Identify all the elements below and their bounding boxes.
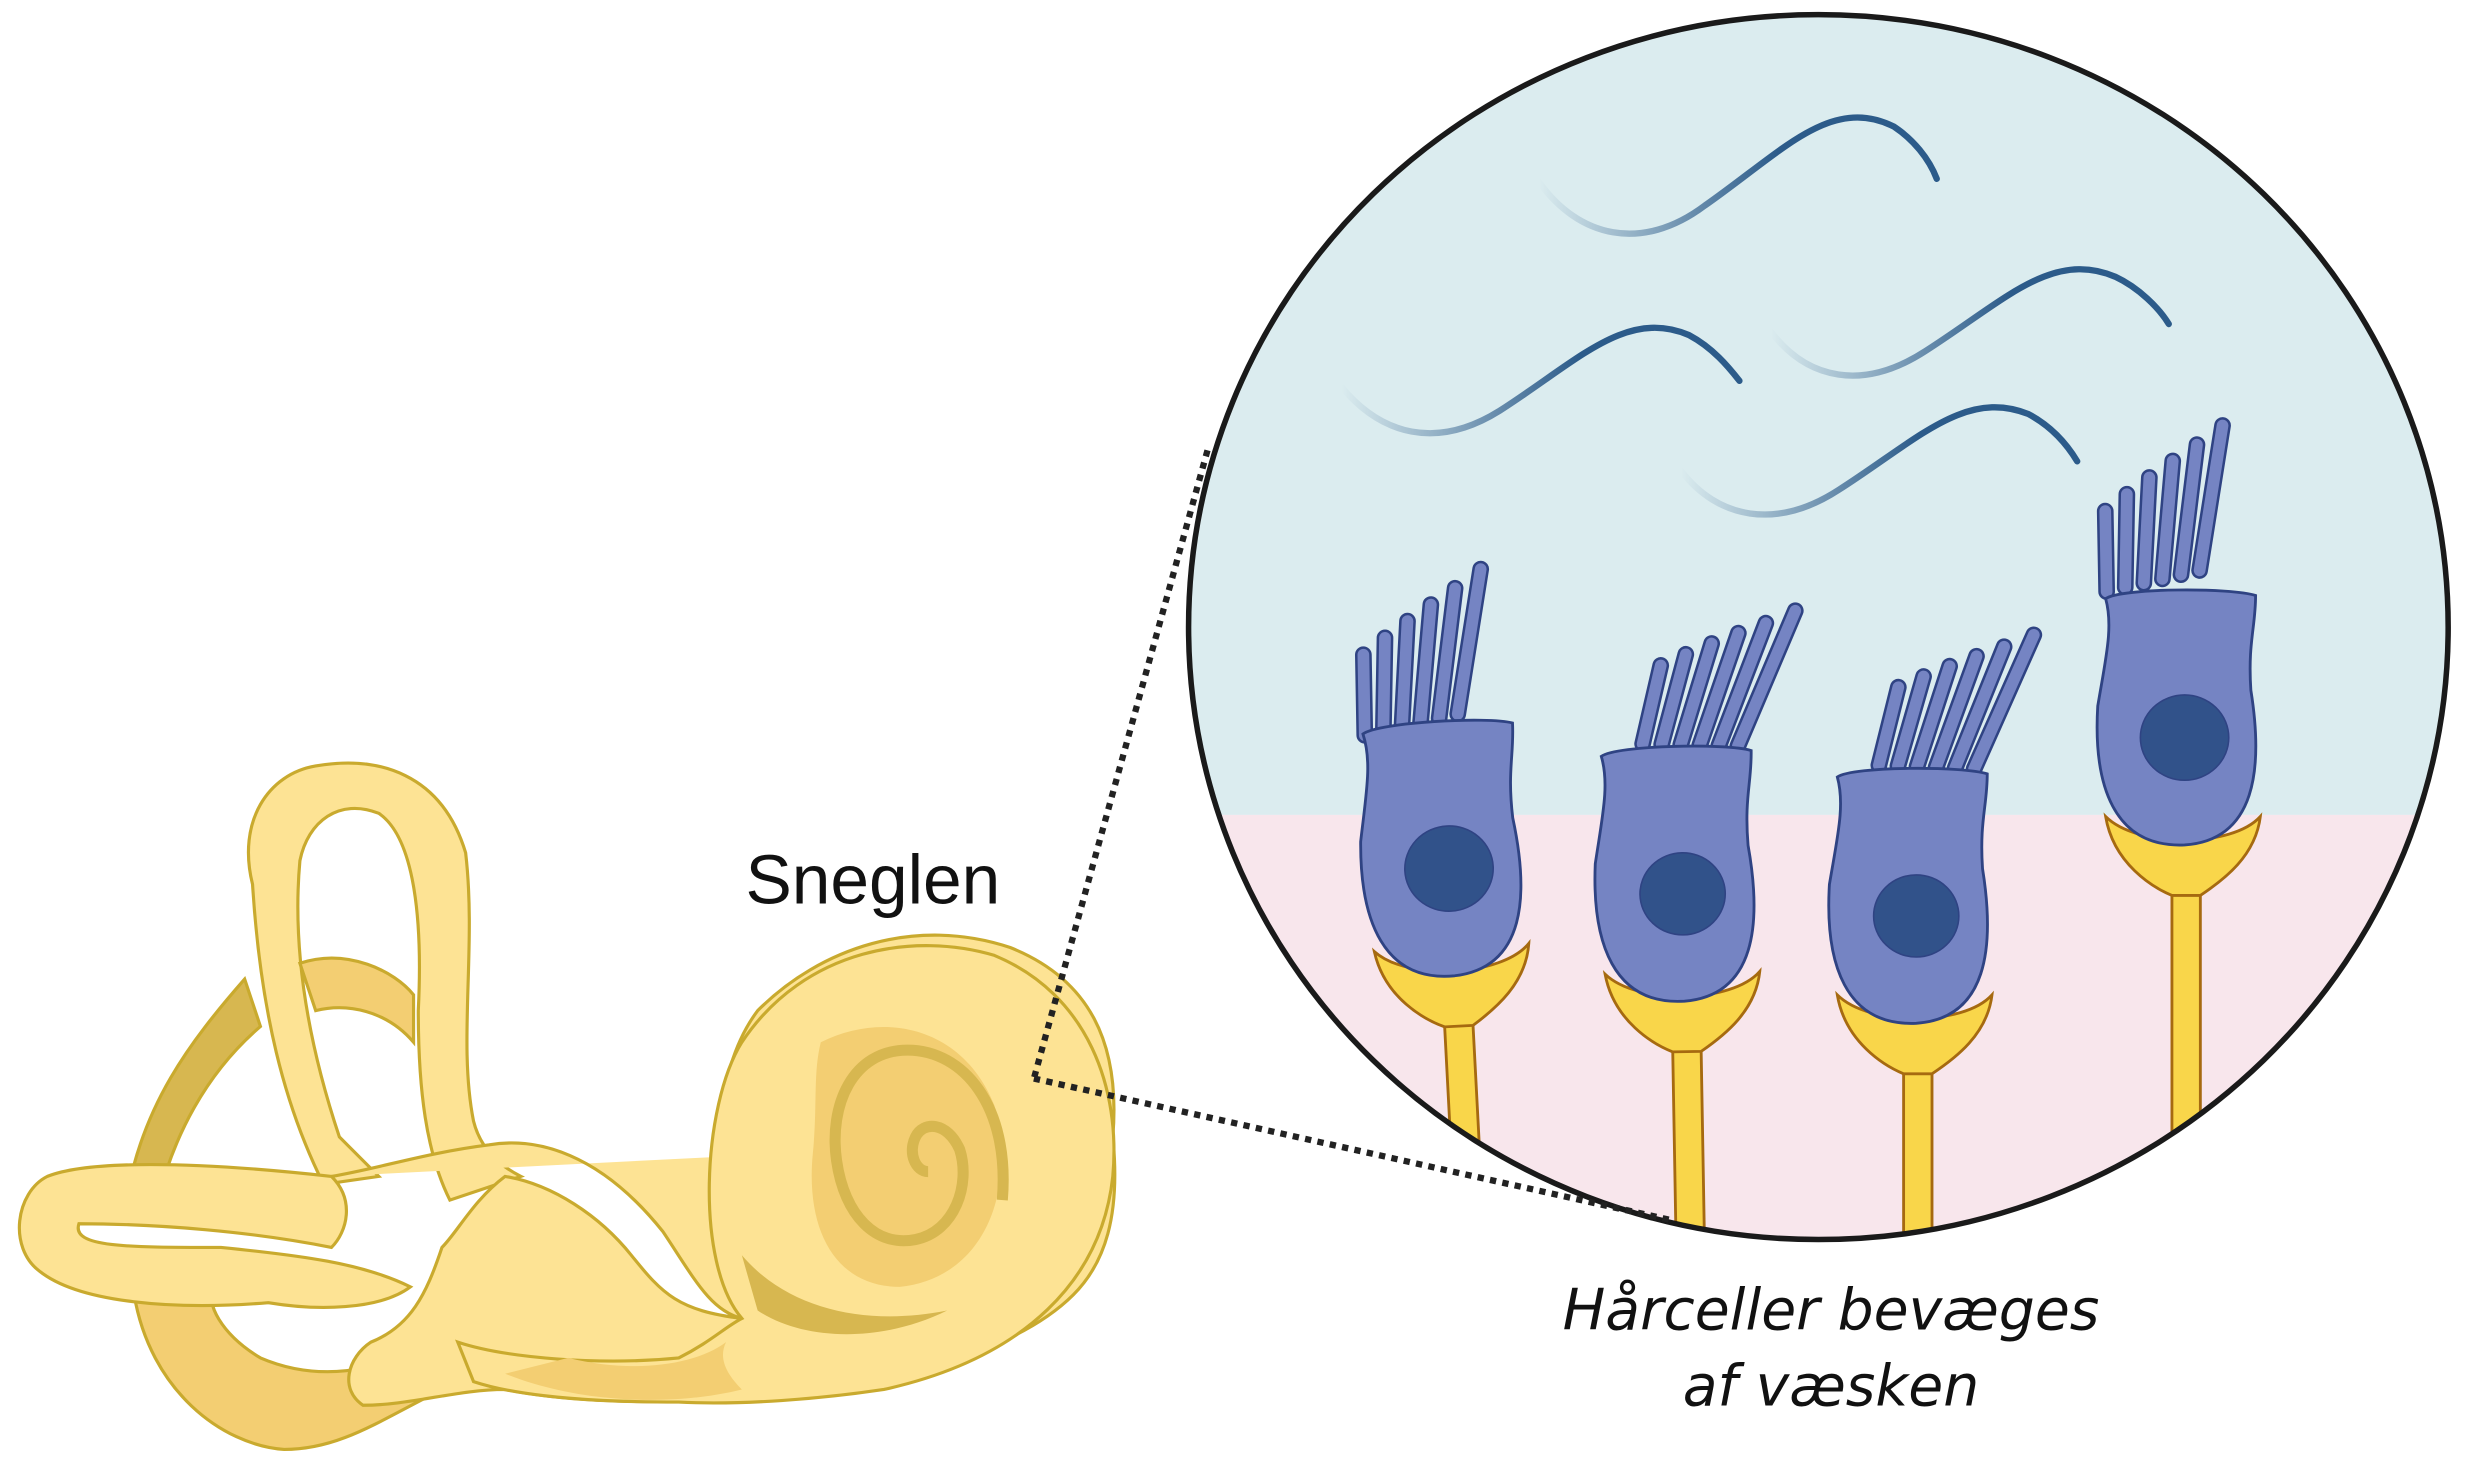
magnified-view	[1185, 11, 2451, 1243]
vestibule-shadow	[505, 1342, 742, 1400]
wave-3	[1767, 266, 2172, 379]
cochlea-spiral	[829, 1044, 1009, 1247]
canal-ampulla	[297, 956, 416, 1047]
superior-canal	[247, 761, 525, 1202]
caption-line-2: af væsken	[1683, 1353, 1980, 1419]
magnifier-circle-outline	[1185, 11, 2451, 1243]
fluid-waves	[1338, 114, 2172, 518]
lateral-canal	[17, 1163, 414, 1309]
inner-ear-illustration	[17, 761, 1117, 1452]
hair-cell-3	[1827, 618, 2045, 1240]
caption-line-1: Hårceller bevæges	[1563, 1277, 2100, 1343]
zoom-connector-lines	[1030, 449, 1674, 1224]
wave-1	[1535, 114, 1940, 237]
cochlea-label: Sneglen	[745, 840, 1000, 918]
wave-2	[1338, 324, 1743, 437]
cochlea-base-fold	[741, 1255, 948, 1335]
wave-4	[1677, 404, 2081, 518]
hair-cell-2	[1593, 597, 1806, 1240]
